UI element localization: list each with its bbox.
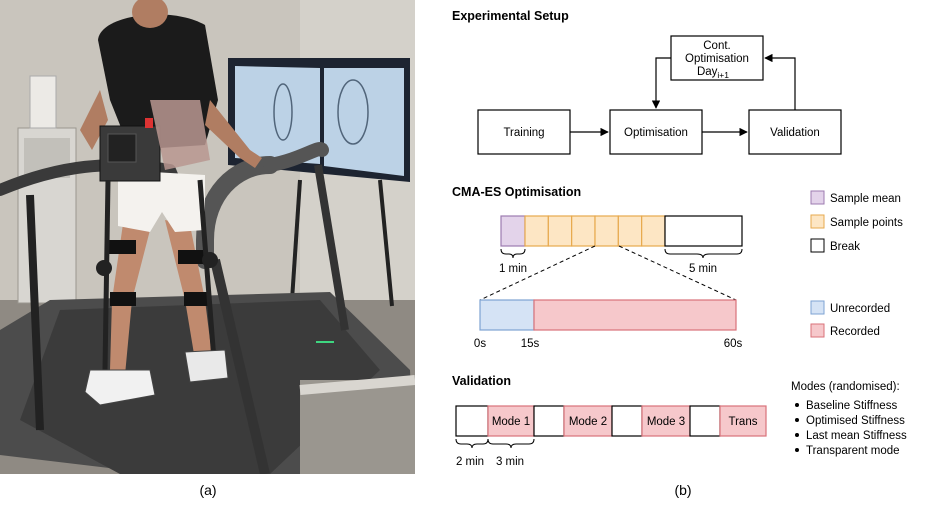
- legend-break-label: Break: [830, 241, 860, 253]
- legend-unrecorded-label: Unrecorded: [830, 303, 890, 315]
- brace-break: [664, 248, 743, 259]
- zoom-line-right: [618, 245, 737, 301]
- sample-point-block: [594, 215, 619, 247]
- mode-item-4: Transparent mode: [806, 445, 900, 457]
- cont-optimisation-box: [670, 35, 764, 81]
- sample-mean-block: [500, 215, 526, 247]
- zoom-line-left: [479, 245, 596, 301]
- mode-item-1: Baseline Stiffness: [806, 400, 897, 412]
- legend-unrecorded-swatch: [810, 300, 825, 315]
- val-break-2: [533, 405, 565, 437]
- mode-3-label: Mode 3: [647, 416, 685, 428]
- legend-sample-mean-swatch: [810, 190, 825, 205]
- sample-point-block: [571, 215, 596, 247]
- legend-sample-mean-label: Sample mean: [830, 193, 901, 205]
- cont-label-2: Optimisation: [685, 53, 749, 65]
- duration-break-label: 5 min: [689, 263, 717, 275]
- break-block: [664, 215, 743, 247]
- mode-2-label: Mode 2: [569, 416, 607, 428]
- brace-mean: [500, 248, 526, 259]
- unrecorded-block: [479, 299, 535, 331]
- bullet-4: [795, 448, 799, 452]
- arrow-validation-cont: [764, 53, 796, 110]
- arrow-cont-optimisation: [651, 57, 671, 109]
- val-duration-break-label: 2 min: [456, 456, 484, 468]
- mode-item-3: Last mean Stiffness: [806, 430, 907, 442]
- sample-point-block: [547, 215, 573, 247]
- mode-1-label: Mode 1: [492, 416, 530, 428]
- validation-heading: Validation: [452, 374, 511, 388]
- sample-point-block: [524, 215, 549, 247]
- bullet-3: [795, 433, 799, 437]
- trans-label: Trans: [729, 416, 758, 428]
- sample-point-block: [617, 215, 643, 247]
- time-end-label: 60s: [724, 338, 743, 350]
- legend-sample-points-swatch: [810, 214, 825, 229]
- optimisation-box: [609, 109, 703, 155]
- cmaes-heading: CMA-ES Optimisation: [452, 185, 581, 199]
- sample-points-group: [524, 215, 666, 247]
- sample-point-block: [641, 215, 666, 247]
- legend-break-swatch: [810, 238, 825, 253]
- optimisation-label: Optimisation: [624, 127, 688, 139]
- trans-block: [719, 405, 767, 437]
- val-duration-mode-label: 3 min: [496, 456, 524, 468]
- duration-mean-label: 1 min: [499, 263, 527, 275]
- val-break-3: [611, 405, 643, 437]
- brace-val-break: [455, 438, 489, 449]
- mode-1-block: [487, 405, 535, 437]
- time-start-label: 0s: [474, 338, 486, 350]
- setup-heading: Experimental Setup: [452, 9, 569, 23]
- brace-val-mode: [487, 438, 535, 449]
- time-mid-label: 15s: [521, 338, 540, 350]
- legend-sample-points-label: Sample points: [830, 217, 903, 229]
- training-box: [477, 109, 571, 155]
- bullet-1: [795, 403, 799, 407]
- caption-a: (a): [199, 482, 217, 498]
- val-break-4: [689, 405, 721, 437]
- modes-title: Modes (randomised):: [791, 381, 900, 393]
- mode-item-2: Optimised Stiffness: [806, 415, 905, 427]
- cont-label-1: Cont.: [703, 40, 731, 52]
- cont-label-3: Dayi+1: [697, 66, 729, 80]
- val-break-1: [455, 405, 489, 437]
- mode-2-block: [563, 405, 613, 437]
- legend-recorded-swatch: [810, 323, 825, 338]
- caption-b: (b): [674, 482, 692, 498]
- bullet-2: [795, 418, 799, 422]
- validation-label: Validation: [770, 127, 820, 139]
- legend-recorded-label: Recorded: [830, 326, 880, 338]
- recorded-block: [533, 299, 737, 331]
- training-label: Training: [503, 127, 544, 139]
- exoskeleton-treadmill-photo: [0, 0, 415, 474]
